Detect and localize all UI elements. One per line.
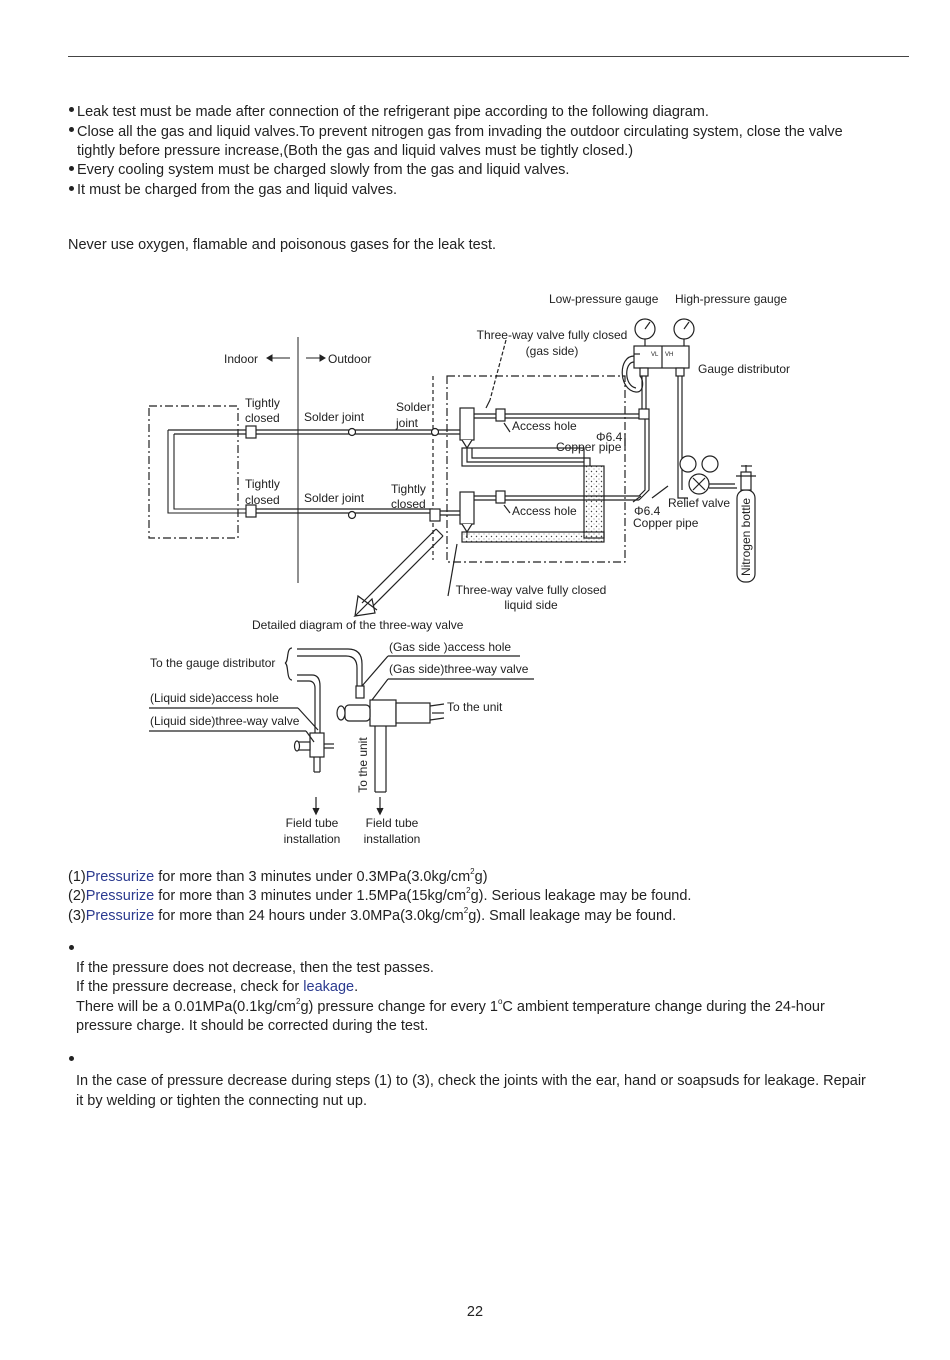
step-line: (3)Pressurize for more than 24 hours und… [68,906,677,925]
check-line: If the pressure decrease, check for leak… [76,979,359,995]
solder-joint-label: Solder [396,400,431,414]
to-the-unit-label: To the unit [356,737,370,793]
tightly-closed-label: closed [245,493,280,507]
tightly-closed-label: closed [391,497,426,511]
liquid-access-hole-label: (Liquid side)access hole [150,691,279,705]
bullet-dot [69,127,74,132]
field-tube-label: installation [363,832,421,846]
tightly-closed-label: Tightly [245,477,280,491]
vl-label: VL [651,352,659,358]
field-tube-label: Field tube [285,816,339,830]
check-line: If the pressure does not decrease, then … [76,960,434,976]
tightly-closed-label: Tightly [245,396,280,410]
solder-joint-label: joint [396,416,419,430]
repair-line: it by welding or tighten the connecting … [76,1093,367,1109]
page-number: 22 [466,1304,484,1320]
copper-pipe-label: Copper pipe [556,440,622,454]
step-line: (1)Pressurize for more than 3 minutes un… [68,867,488,886]
vh-label: VH [665,352,674,358]
liquid-valve-label: liquid side [504,598,558,612]
gas-valve-label: (gas side) [525,344,579,358]
bullet-dot [69,1056,74,1061]
gas-access-hole-label: (Gas side )access hole [389,640,512,654]
check-line: There will be a 0.01MPa(0.1kg/cm2g) pres… [76,997,825,1016]
detail-title: Detailed diagram of the three-way valve [252,618,464,632]
low-pressure-gauge-label: Low-pressure gauge [549,292,659,306]
gauge-distributor-label: Gauge distributor [698,362,791,376]
bullet-text: Close all the gas and liquid valves.To p… [77,124,843,140]
field-tube-label: installation [283,832,341,846]
access-hole-label: Access hole [512,419,577,433]
warning-text: Never use oxygen, flamable and poisonous… [68,237,497,253]
repair-line: In the case of pressure decrease during … [76,1073,866,1089]
liquid-three-way-valve-label: (Liquid side)three-way valve [150,714,300,728]
gas-three-way-valve-label: (Gas side)three-way valve [389,662,529,676]
step-line: (2)Pressurize for more than 3 minutes un… [68,886,692,905]
tightly-closed-label: closed [245,411,280,425]
to-gauge-distributor-label: To the gauge distributor [150,656,276,670]
bullet-text: Every cooling system must be charged slo… [77,162,570,178]
pipe-diameter-label: Φ6.4 [634,504,661,518]
indoor-label: Indoor [224,352,259,366]
access-hole-label: Access hole [512,504,577,518]
check-line: pressure charge. It should be corrected … [76,1018,429,1034]
bullet-text: tightly before pressure increase,(Both t… [77,143,634,159]
copper-pipe-label: Copper pipe [633,516,699,530]
detail-valve-drawing [149,647,534,816]
bullet-dot [69,166,74,171]
bullet-dot [69,186,74,191]
solder-joint-label: Solder joint [304,491,365,505]
to-the-unit-label: To the unit [447,700,503,714]
bullet-dot [69,107,74,112]
outdoor-label: Outdoor [328,352,372,366]
field-tube-label: Field tube [365,816,419,830]
piping-diagram-svg [148,318,756,816]
relief-valve-label: Relief valve [668,496,731,510]
bullet-text: Leak test must be made after connection … [77,104,709,120]
header-rule [68,56,909,57]
nitrogen-bottle-label: Nitrogen bottle [739,497,753,577]
bullet-text: It must be charged from the gas and liqu… [77,182,397,198]
tightly-closed-label: Tightly [391,482,426,496]
solder-joint-label: Solder joint [304,410,365,424]
bullet-dot [69,945,74,950]
pipe-diameter-label: Φ6.4 [596,430,623,444]
liquid-valve-label: Three-way valve fully closed [455,583,607,597]
gas-valve-label: Three-way valve fully closed [476,328,628,342]
high-pressure-gauge-label: High-pressure gauge [675,292,788,306]
